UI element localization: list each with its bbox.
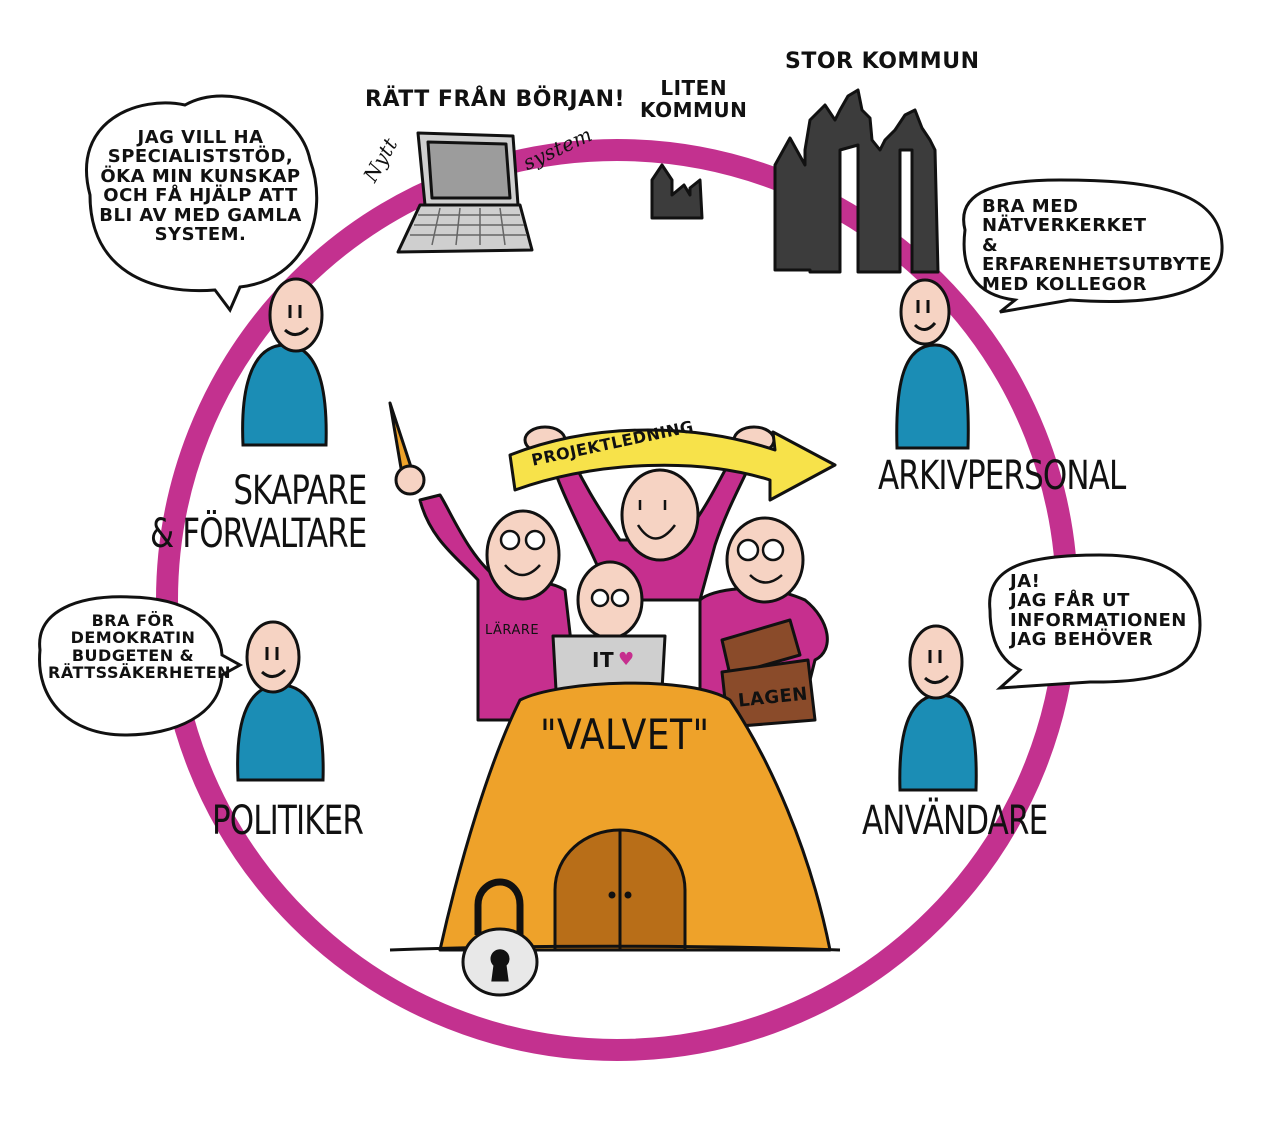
bubble-text-arkiv: Bra med nätverkerket & erfarenhetsutbyte… — [982, 196, 1212, 295]
figure-skapare — [241, 277, 328, 447]
ratt-fran-borjan: Rätt från början! — [365, 87, 626, 112]
bubble-text-skapare: Jag vill ha specialiststöd, öka min kuns… — [99, 127, 302, 246]
small-city-silhouette — [650, 163, 704, 220]
larare-label: Lärare — [485, 623, 540, 638]
liten-kommun: Liten kommun — [640, 76, 748, 122]
vault — [389, 681, 841, 952]
speech-bubble-anvandare — [988, 553, 1202, 690]
speech-bubble-skapare — [85, 94, 319, 313]
heart-icon: ♥ — [618, 649, 635, 670]
laptop-drawing — [396, 131, 534, 254]
bubble-text-anvandare: Ja! Jag får ut informationen jag behöver — [1010, 571, 1187, 651]
it-label: IT — [592, 648, 615, 672]
label-anvandare: Användare — [862, 798, 1048, 844]
label-politiker: Politiker — [212, 798, 364, 844]
speech-bubble-politiker — [38, 595, 244, 737]
project-team — [388, 401, 829, 729]
projektledning-banner — [508, 428, 837, 502]
figure-arkiv — [895, 278, 970, 450]
bubble-text-politiker: Bra för demokratin budgeten & rättssäker… — [48, 611, 232, 682]
stor-kommun: Stor kommun — [785, 49, 980, 74]
figure-anvandare — [898, 624, 978, 792]
figure-politiker — [236, 620, 325, 782]
valvet-label: "Valvet" — [540, 710, 710, 759]
label-skapare: Skapare & Förvaltare — [150, 468, 367, 558]
speech-bubble-arkiv — [962, 178, 1224, 314]
big-city-silhouette — [773, 88, 940, 274]
padlock-icon — [461, 878, 539, 997]
label-arkiv: Arkivpersonal — [878, 453, 1126, 499]
